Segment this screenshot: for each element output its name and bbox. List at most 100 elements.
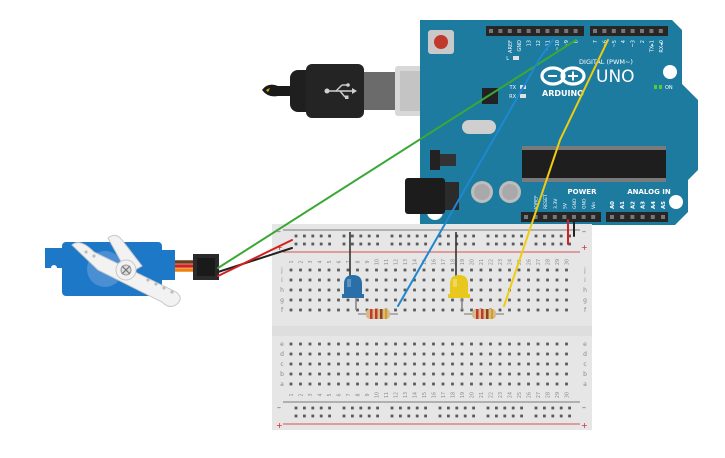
header-pin[interactable] [661, 215, 665, 219]
breadboard-hole[interactable] [441, 342, 445, 346]
breadboard-hole[interactable] [455, 414, 459, 418]
breadboard-hole[interactable] [517, 362, 521, 366]
breadboard-hole[interactable] [520, 242, 523, 246]
breadboard-hole[interactable] [337, 278, 340, 282]
breadboard-hole[interactable] [303, 234, 306, 238]
breadboard-hole[interactable] [559, 414, 563, 418]
breadboard-hole[interactable] [359, 234, 363, 238]
breadboard-hole[interactable] [536, 288, 540, 292]
breadboard-hole[interactable] [565, 298, 568, 302]
breadboard-hole[interactable] [546, 278, 549, 282]
breadboard-hole[interactable] [527, 268, 530, 272]
breadboard-hole[interactable] [498, 288, 502, 292]
breadboard-hole[interactable] [470, 382, 473, 386]
header-pin[interactable] [602, 29, 607, 33]
breadboard-hole[interactable] [308, 342, 312, 346]
breadboard-hole[interactable] [489, 268, 492, 272]
breadboard-hole[interactable] [447, 414, 450, 418]
header-pin[interactable] [649, 29, 654, 33]
breadboard-hole[interactable] [422, 298, 426, 302]
breadboard-hole[interactable] [365, 298, 369, 302]
breadboard-hole[interactable] [413, 342, 416, 346]
breadboard-hole[interactable] [447, 406, 450, 410]
breadboard-hole[interactable] [460, 362, 464, 366]
breadboard-hole[interactable] [536, 352, 540, 356]
breadboard-hole[interactable] [568, 406, 571, 410]
blue-led[interactable] [342, 232, 364, 310]
breadboard-hole[interactable] [394, 382, 397, 386]
breadboard-hole[interactable] [399, 234, 402, 238]
breadboard-hole[interactable] [327, 372, 331, 376]
breadboard-hole[interactable] [432, 268, 435, 272]
breadboard-hole[interactable] [565, 268, 568, 272]
breadboard-hole[interactable] [327, 362, 331, 366]
breadboard-hole[interactable] [311, 406, 315, 410]
breadboard-hole[interactable] [534, 414, 538, 418]
breadboard-hole[interactable] [565, 382, 568, 386]
breadboard-hole[interactable] [318, 362, 321, 366]
breadboard-hole[interactable] [327, 278, 331, 282]
breadboard-hole[interactable] [536, 298, 540, 302]
resistor-2[interactable] [464, 309, 504, 319]
breadboard-hole[interactable] [342, 242, 346, 246]
breadboard-hole[interactable] [394, 352, 397, 356]
breadboard-hole[interactable] [318, 372, 321, 376]
breadboard-hole[interactable] [508, 268, 511, 272]
breadboard-hole[interactable] [375, 298, 378, 302]
wire-blue[interactable] [397, 39, 554, 307]
breadboard-hole[interactable] [308, 308, 312, 312]
breadboard-hole[interactable] [346, 298, 350, 302]
breadboard-hole[interactable] [299, 268, 302, 272]
breadboard-hole[interactable] [555, 298, 559, 302]
breadboard-hole[interactable] [555, 288, 559, 292]
breadboard-hole[interactable] [346, 342, 350, 346]
breadboard-hole[interactable] [375, 268, 378, 272]
breadboard-hole[interactable] [327, 352, 331, 356]
breadboard-hole[interactable] [403, 298, 407, 302]
breadboard-hole[interactable] [308, 298, 312, 302]
breadboard-hole[interactable] [308, 372, 312, 376]
breadboard-hole[interactable] [565, 342, 568, 346]
breadboard-hole[interactable] [289, 268, 293, 272]
breadboard-hole[interactable] [536, 268, 540, 272]
breadboard-hole[interactable] [511, 242, 515, 246]
breadboard-hole[interactable] [356, 362, 359, 366]
breadboard-hole[interactable] [318, 382, 321, 386]
breadboard-hole[interactable] [451, 308, 454, 312]
breadboard-hole[interactable] [356, 382, 359, 386]
breadboard-hole[interactable] [546, 288, 549, 292]
breadboard-hole[interactable] [565, 352, 568, 356]
breadboard-hole[interactable] [517, 288, 521, 292]
breadboard-hole[interactable] [294, 234, 298, 238]
header-pin[interactable] [650, 215, 655, 219]
breadboard-hole[interactable] [399, 242, 402, 246]
breadboard-hole[interactable] [311, 414, 315, 418]
breadboard-hole[interactable] [460, 372, 464, 376]
header-pin[interactable] [552, 215, 557, 219]
breadboard-hole[interactable] [394, 268, 397, 272]
breadboard-hole[interactable] [489, 352, 492, 356]
servo-horn[interactable] [71, 234, 181, 308]
breadboard-hole[interactable] [337, 268, 340, 272]
breadboard-hole[interactable] [508, 362, 511, 366]
breadboard-hole[interactable] [390, 242, 394, 246]
breadboard-hole[interactable] [527, 342, 530, 346]
breadboard-hole[interactable] [536, 308, 540, 312]
breadboard-hole[interactable] [451, 342, 454, 346]
header-pin[interactable] [536, 29, 540, 33]
breadboard-hole[interactable] [346, 352, 350, 356]
breadboard-hole[interactable] [289, 342, 293, 346]
breadboard-hole[interactable] [422, 288, 426, 292]
breadboard-hole[interactable] [495, 414, 498, 418]
breadboard-hole[interactable] [365, 362, 369, 366]
breadboard-hole[interactable] [394, 298, 397, 302]
breadboard-hole[interactable] [534, 242, 538, 246]
breadboard-hole[interactable] [346, 268, 350, 272]
breadboard-hole[interactable] [520, 406, 523, 410]
power-jack[interactable] [405, 178, 445, 214]
breadboard-hole[interactable] [498, 278, 502, 282]
breadboard-hole[interactable] [543, 242, 546, 246]
breadboard-hole[interactable] [511, 406, 515, 410]
breadboard-hole[interactable] [294, 242, 298, 246]
breadboard-hole[interactable] [384, 342, 388, 346]
